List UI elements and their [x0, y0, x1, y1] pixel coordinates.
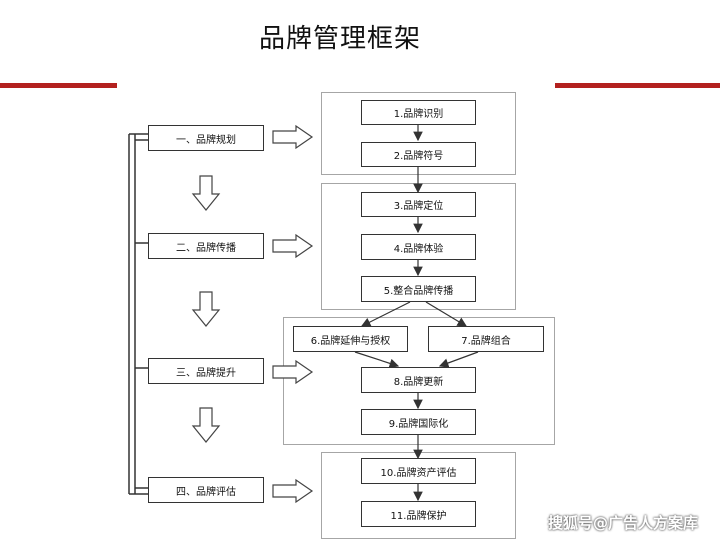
step-brand-extension: 6.品牌延伸与授权 — [293, 326, 408, 352]
step-brand-identity: 1.品牌识别 — [361, 100, 476, 125]
red-accent-bar-left — [0, 83, 117, 88]
stage-communication: 二、品牌传播 — [148, 233, 264, 259]
stage-planning: 一、品牌规划 — [148, 125, 264, 151]
watermark-text: 搜狐号@广告人方案库 — [548, 514, 699, 532]
step-brand-renewal: 8.品牌更新 — [361, 367, 476, 393]
stage-enhancement: 三、品牌提升 — [148, 358, 264, 384]
step-brand-symbol: 2.品牌符号 — [361, 142, 476, 167]
red-accent-bar-right — [555, 83, 720, 88]
step-brand-internationalization: 9.品牌国际化 — [361, 409, 476, 435]
step-brand-protection: 11.品牌保护 — [361, 501, 476, 527]
stage-evaluation: 四、品牌评估 — [148, 477, 264, 503]
step-brand-portfolio: 7.品牌组合 — [428, 326, 544, 352]
page-title: 品牌管理框架 — [258, 24, 421, 54]
step-brand-asset-evaluation: 10.品牌资产评估 — [361, 458, 476, 484]
step-integrated-communication: 5.整合品牌传播 — [361, 276, 476, 302]
step-brand-positioning: 3.品牌定位 — [361, 192, 476, 217]
step-brand-experience: 4.品牌体验 — [361, 234, 476, 260]
